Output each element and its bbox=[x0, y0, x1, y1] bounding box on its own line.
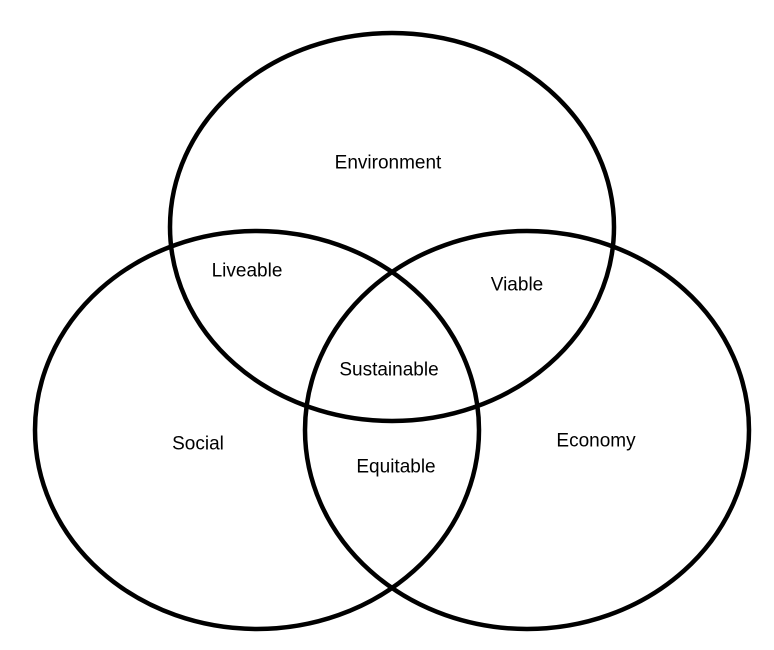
economy-circle bbox=[302, 228, 752, 632]
social-label: Social bbox=[172, 433, 224, 455]
sustainable-label: Sustainable bbox=[339, 359, 439, 381]
liveable-label: Liveable bbox=[211, 260, 283, 282]
equitable-label: Equitable bbox=[356, 456, 436, 478]
environment-circle bbox=[167, 30, 617, 424]
social-circle bbox=[32, 228, 482, 632]
environment-label: Environment bbox=[334, 152, 442, 174]
viable-label: Viable bbox=[490, 274, 544, 296]
economy-label: Economy bbox=[556, 430, 636, 452]
